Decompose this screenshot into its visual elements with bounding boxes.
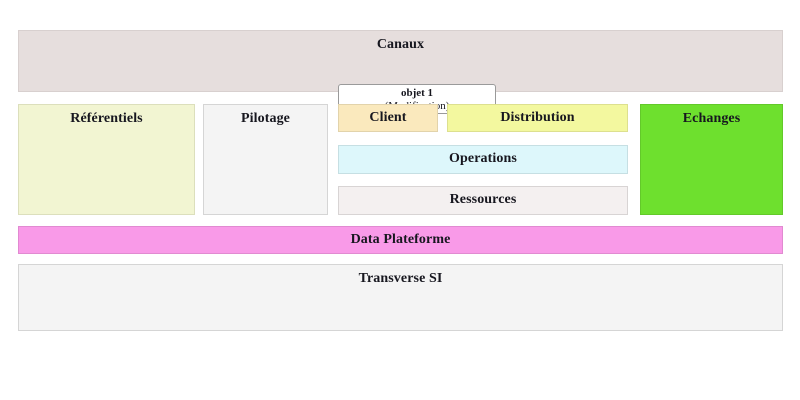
band-data-plateforme-title: Data Plateforme xyxy=(350,232,451,247)
block-operations[interactable]: Operations xyxy=(338,145,628,174)
block-distribution-title: Distribution xyxy=(500,110,575,125)
block-echanges-title: Echanges xyxy=(682,111,741,126)
block-pilotage[interactable]: Pilotage xyxy=(203,104,328,215)
band-transverse-si[interactable]: Transverse SI objet 1 (Modification) xyxy=(18,264,783,331)
band-data-plateforme[interactable]: Data Plateforme xyxy=(18,226,783,254)
band-canaux-title: Canaux xyxy=(376,37,425,52)
block-echanges[interactable]: Echanges xyxy=(640,104,783,215)
band-transverse-si-title: Transverse SI xyxy=(358,271,443,286)
object-card-canaux-name: objet 1 xyxy=(400,87,434,99)
block-referentiels[interactable]: Référentiels xyxy=(18,104,195,215)
block-ressources-title: Ressources xyxy=(449,192,517,207)
block-referentiels-title: Référentiels xyxy=(70,111,143,126)
block-client[interactable]: Client xyxy=(338,104,438,132)
block-client-title: Client xyxy=(369,110,407,125)
block-pilotage-title: Pilotage xyxy=(240,111,290,126)
block-operations-title: Operations xyxy=(449,151,517,166)
block-distribution[interactable]: Distribution xyxy=(447,104,628,132)
band-canaux[interactable]: Canaux objet 1 (Modification) xyxy=(18,30,783,114)
block-ressources[interactable]: Ressources xyxy=(338,186,628,215)
